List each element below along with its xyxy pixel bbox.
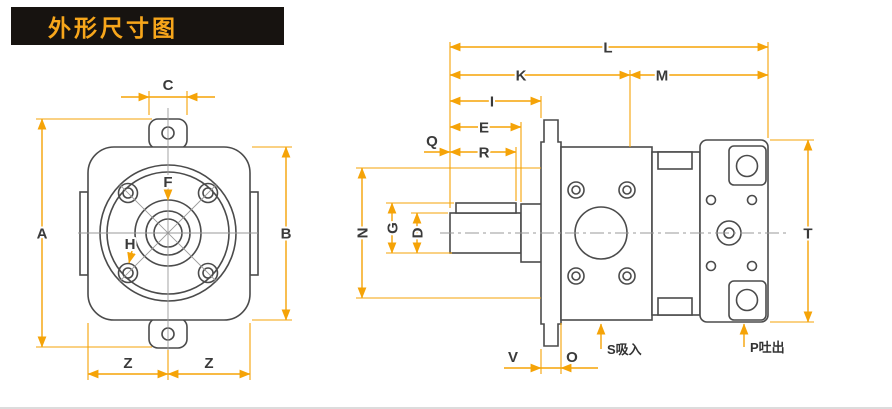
side-view: [440, 119, 786, 347]
front-view: [78, 108, 259, 356]
front-bolt-hole-bottom-right: [197, 262, 219, 284]
dim-label-e: E: [479, 119, 489, 136]
side-rear-bolts: [705, 194, 758, 272]
side-bracket-boss-top: [657, 151, 693, 170]
dim-label-h: H: [125, 236, 136, 253]
side-shaft-key: [455, 202, 517, 214]
dim-label-t: T: [803, 225, 812, 242]
dim-label-f: F: [163, 174, 172, 191]
side-pump-body: [560, 146, 653, 321]
dim-label-g: G: [384, 222, 401, 234]
dim-label-z-left: Z: [123, 355, 132, 372]
front-bolt-hole-top-right: [197, 182, 219, 204]
discharge-port-label: P吐出: [750, 340, 785, 355]
side-body-bolts: [567, 181, 636, 285]
side-bracket: [651, 151, 701, 316]
dim-label-o: O: [566, 349, 578, 366]
dim-label-v: V: [508, 349, 518, 366]
side-plug-bottom: [728, 280, 767, 321]
dim-label-r: R: [479, 144, 490, 161]
side-bracket-boss-bottom: [657, 297, 693, 316]
dim-label-z-right: Z: [204, 355, 213, 372]
dim-label-n: N: [354, 228, 371, 239]
dim-h-leader: [127, 250, 136, 264]
front-left-tab: [79, 191, 89, 276]
title-banner: 外形尺寸图: [11, 7, 284, 45]
page-title: 外形尺寸图: [48, 15, 178, 41]
dim-label-i: I: [490, 93, 494, 110]
front-dimensions: A B C F H Z Z: [35, 75, 294, 380]
dim-label-k: K: [516, 67, 527, 84]
dim-label-q: Q: [426, 133, 438, 150]
side-plug-top: [728, 145, 767, 186]
suction-port-label: S吸入: [607, 342, 642, 357]
side-plug-top-circle: [735, 154, 759, 178]
dim-label-l: L: [603, 39, 612, 56]
dim-label-d: D: [409, 227, 426, 238]
dim-label-b: B: [281, 225, 292, 242]
side-dimensions: L K M I E Q R N G D: [352, 37, 815, 374]
front-right-tab: [249, 191, 259, 276]
front-centerline-diagonal-2: [118, 183, 218, 283]
dim-label-m: M: [656, 67, 669, 84]
side-plug-bottom-circle: [735, 288, 759, 312]
dim-label-c: C: [163, 77, 174, 94]
dim-label-a: A: [37, 225, 48, 242]
front-bolt-hole-top-left: [117, 182, 139, 204]
